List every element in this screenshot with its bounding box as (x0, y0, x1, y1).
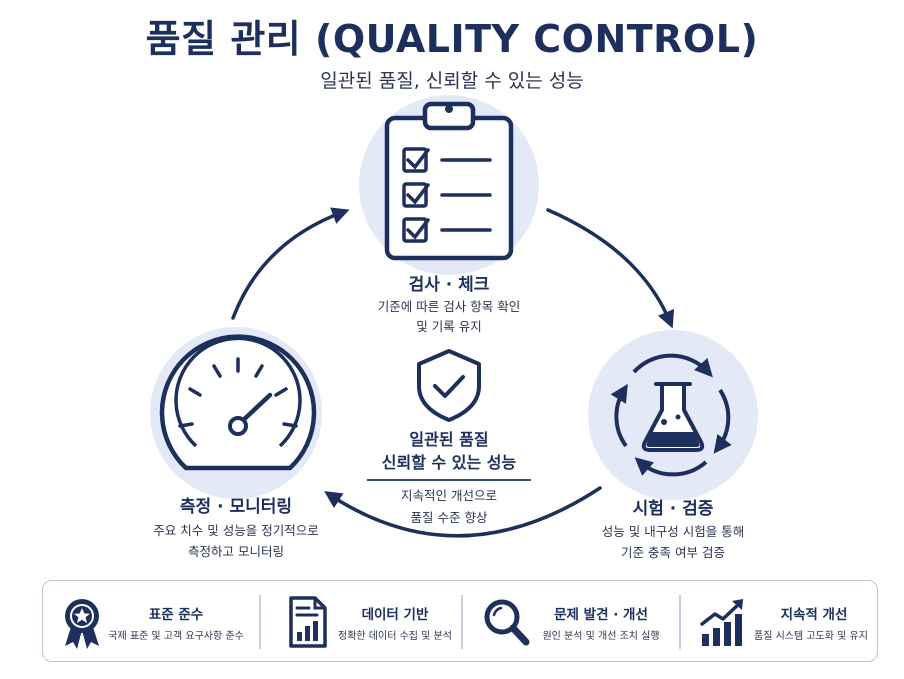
measure-title: 측정 · 모니터링 (179, 497, 293, 517)
feature-data-desc: 정확한 데이터 수집 및 분석 (338, 631, 452, 642)
inspect-desc-line1: 기준에 따른 검사 항목 확인 (377, 299, 521, 314)
page-title: 품질 관리 (QUALITY CONTROL) (145, 17, 759, 61)
feature-improve-desc: 원인 분석 및 개선 조치 실행 (542, 631, 660, 642)
flask-cycle-icon (610, 353, 732, 477)
page-subtitle: 일관된 품질, 신뢰할 수 있는 성능 (320, 70, 584, 92)
arrow-test-to-measure (324, 486, 602, 538)
clipboard-checklist-icon (384, 101, 514, 261)
feature-separator (679, 595, 681, 649)
feature-continuous-title: 지속적 개선 (780, 607, 848, 623)
feature-continuous: 지속적 개선 품질 시스템 고도화 및 유지 (681, 581, 877, 663)
arrow-measure-to-inspect (231, 207, 350, 320)
feature-data-title: 데이터 기반 (361, 607, 429, 623)
feature-separator (461, 595, 463, 649)
test-desc-line1: 성능 및 내구성 시험을 통해 (601, 524, 745, 539)
inspect-desc-line2: 및 기록 유지 (416, 319, 482, 334)
center-divider (367, 479, 531, 481)
growth-chart-icon (700, 599, 743, 646)
feature-continuous-desc: 품질 시스템 고도화 및 유지 (754, 631, 868, 642)
feature-improve: 문제 발견 · 개선 원인 분석 및 개선 조치 실행 (463, 581, 679, 663)
measure-desc-line1: 주요 치수 및 성능을 정기적으로 (153, 523, 319, 538)
inspect-title: 검사 · 체크 (408, 275, 490, 295)
arrow-inspect-to-test (546, 208, 675, 329)
award-badge-icon (65, 599, 99, 649)
feature-improve-title: 문제 발견 · 개선 (554, 607, 648, 623)
measure-desc-line2: 측정하고 모니터링 (188, 544, 284, 559)
gauge-icon (159, 334, 317, 471)
center-title-line2: 신뢰할 수 있는 성능 (381, 453, 517, 472)
feature-standards-desc: 국제 표준 및 고객 요구사항 준수 (108, 631, 244, 642)
shield-check-icon (417, 349, 481, 422)
feature-standards: 표준 준수 국제 표준 및 고객 요구사항 준수 (43, 581, 259, 663)
feature-separator (259, 595, 261, 649)
document-chart-icon (289, 596, 327, 648)
test-title: 시험 · 검증 (632, 499, 714, 519)
feature-standards-title: 표준 준수 (148, 607, 204, 623)
test-desc-line2: 기준 충족 여부 검증 (621, 545, 725, 560)
cycle-diagram (150, 95, 758, 538)
feature-data: 데이터 기반 정확한 데이터 수집 및 분석 (261, 581, 461, 663)
center-title-line1: 일관된 품질 (409, 430, 489, 449)
features-panel: 표준 준수 국제 표준 및 고객 요구사항 준수 데이터 기반 정확한 데이터 … (42, 580, 878, 662)
center-desc-line1: 지속적인 개선으로 (401, 488, 497, 503)
center-desc-line2: 품질 수준 향상 (410, 510, 488, 525)
magnifier-icon (484, 599, 530, 646)
